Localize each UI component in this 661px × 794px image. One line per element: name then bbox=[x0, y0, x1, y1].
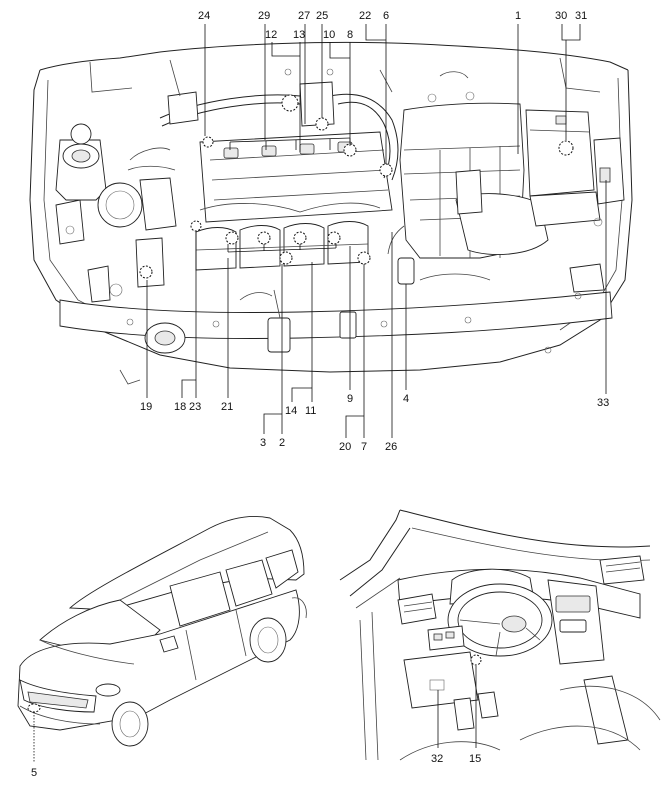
dashboard-interior-illustration bbox=[339, 509, 661, 761]
callout-20: 20 bbox=[339, 441, 351, 453]
callout-25: 25 bbox=[316, 10, 328, 22]
callout-23: 23 bbox=[189, 401, 201, 413]
callout-30: 30 bbox=[555, 10, 567, 22]
suv-exterior-illustration bbox=[17, 516, 307, 747]
callout-31: 31 bbox=[575, 10, 587, 22]
callout-21: 21 bbox=[221, 401, 233, 413]
callout-24: 24 bbox=[198, 10, 210, 22]
callout-32: 32 bbox=[431, 753, 443, 765]
engine-bay-illustration bbox=[29, 41, 633, 385]
callout-14: 14 bbox=[285, 405, 297, 417]
callout-5: 5 bbox=[31, 767, 37, 779]
callout-4: 4 bbox=[403, 393, 409, 405]
callout-27: 27 bbox=[298, 10, 310, 22]
callout-3: 3 bbox=[260, 437, 266, 449]
callout-18: 18 bbox=[174, 401, 186, 413]
callout-7: 7 bbox=[361, 441, 367, 453]
callout-29: 29 bbox=[258, 10, 270, 22]
callout-2: 2 bbox=[279, 437, 285, 449]
callout-11: 11 bbox=[305, 405, 316, 417]
callout-33: 33 bbox=[597, 397, 609, 409]
engine-callout-labels: 24 29 27 25 22 6 1 30 31 12 13 10 8 19 1… bbox=[140, 10, 609, 453]
callout-1: 1 bbox=[515, 10, 521, 22]
callout-26: 26 bbox=[385, 441, 397, 453]
callout-9: 9 bbox=[347, 393, 353, 405]
callout-15: 15 bbox=[469, 753, 481, 765]
callout-19: 19 bbox=[140, 401, 152, 413]
engine-leader-lines bbox=[146, 24, 607, 438]
callout-12: 12 bbox=[265, 29, 277, 41]
callout-8: 8 bbox=[347, 29, 353, 41]
callout-6: 6 bbox=[383, 10, 389, 22]
callout-22: 22 bbox=[359, 10, 371, 22]
callout-13: 13 bbox=[293, 29, 305, 41]
interior-leader-lines bbox=[437, 666, 477, 748]
callout-10: 10 bbox=[323, 29, 335, 41]
